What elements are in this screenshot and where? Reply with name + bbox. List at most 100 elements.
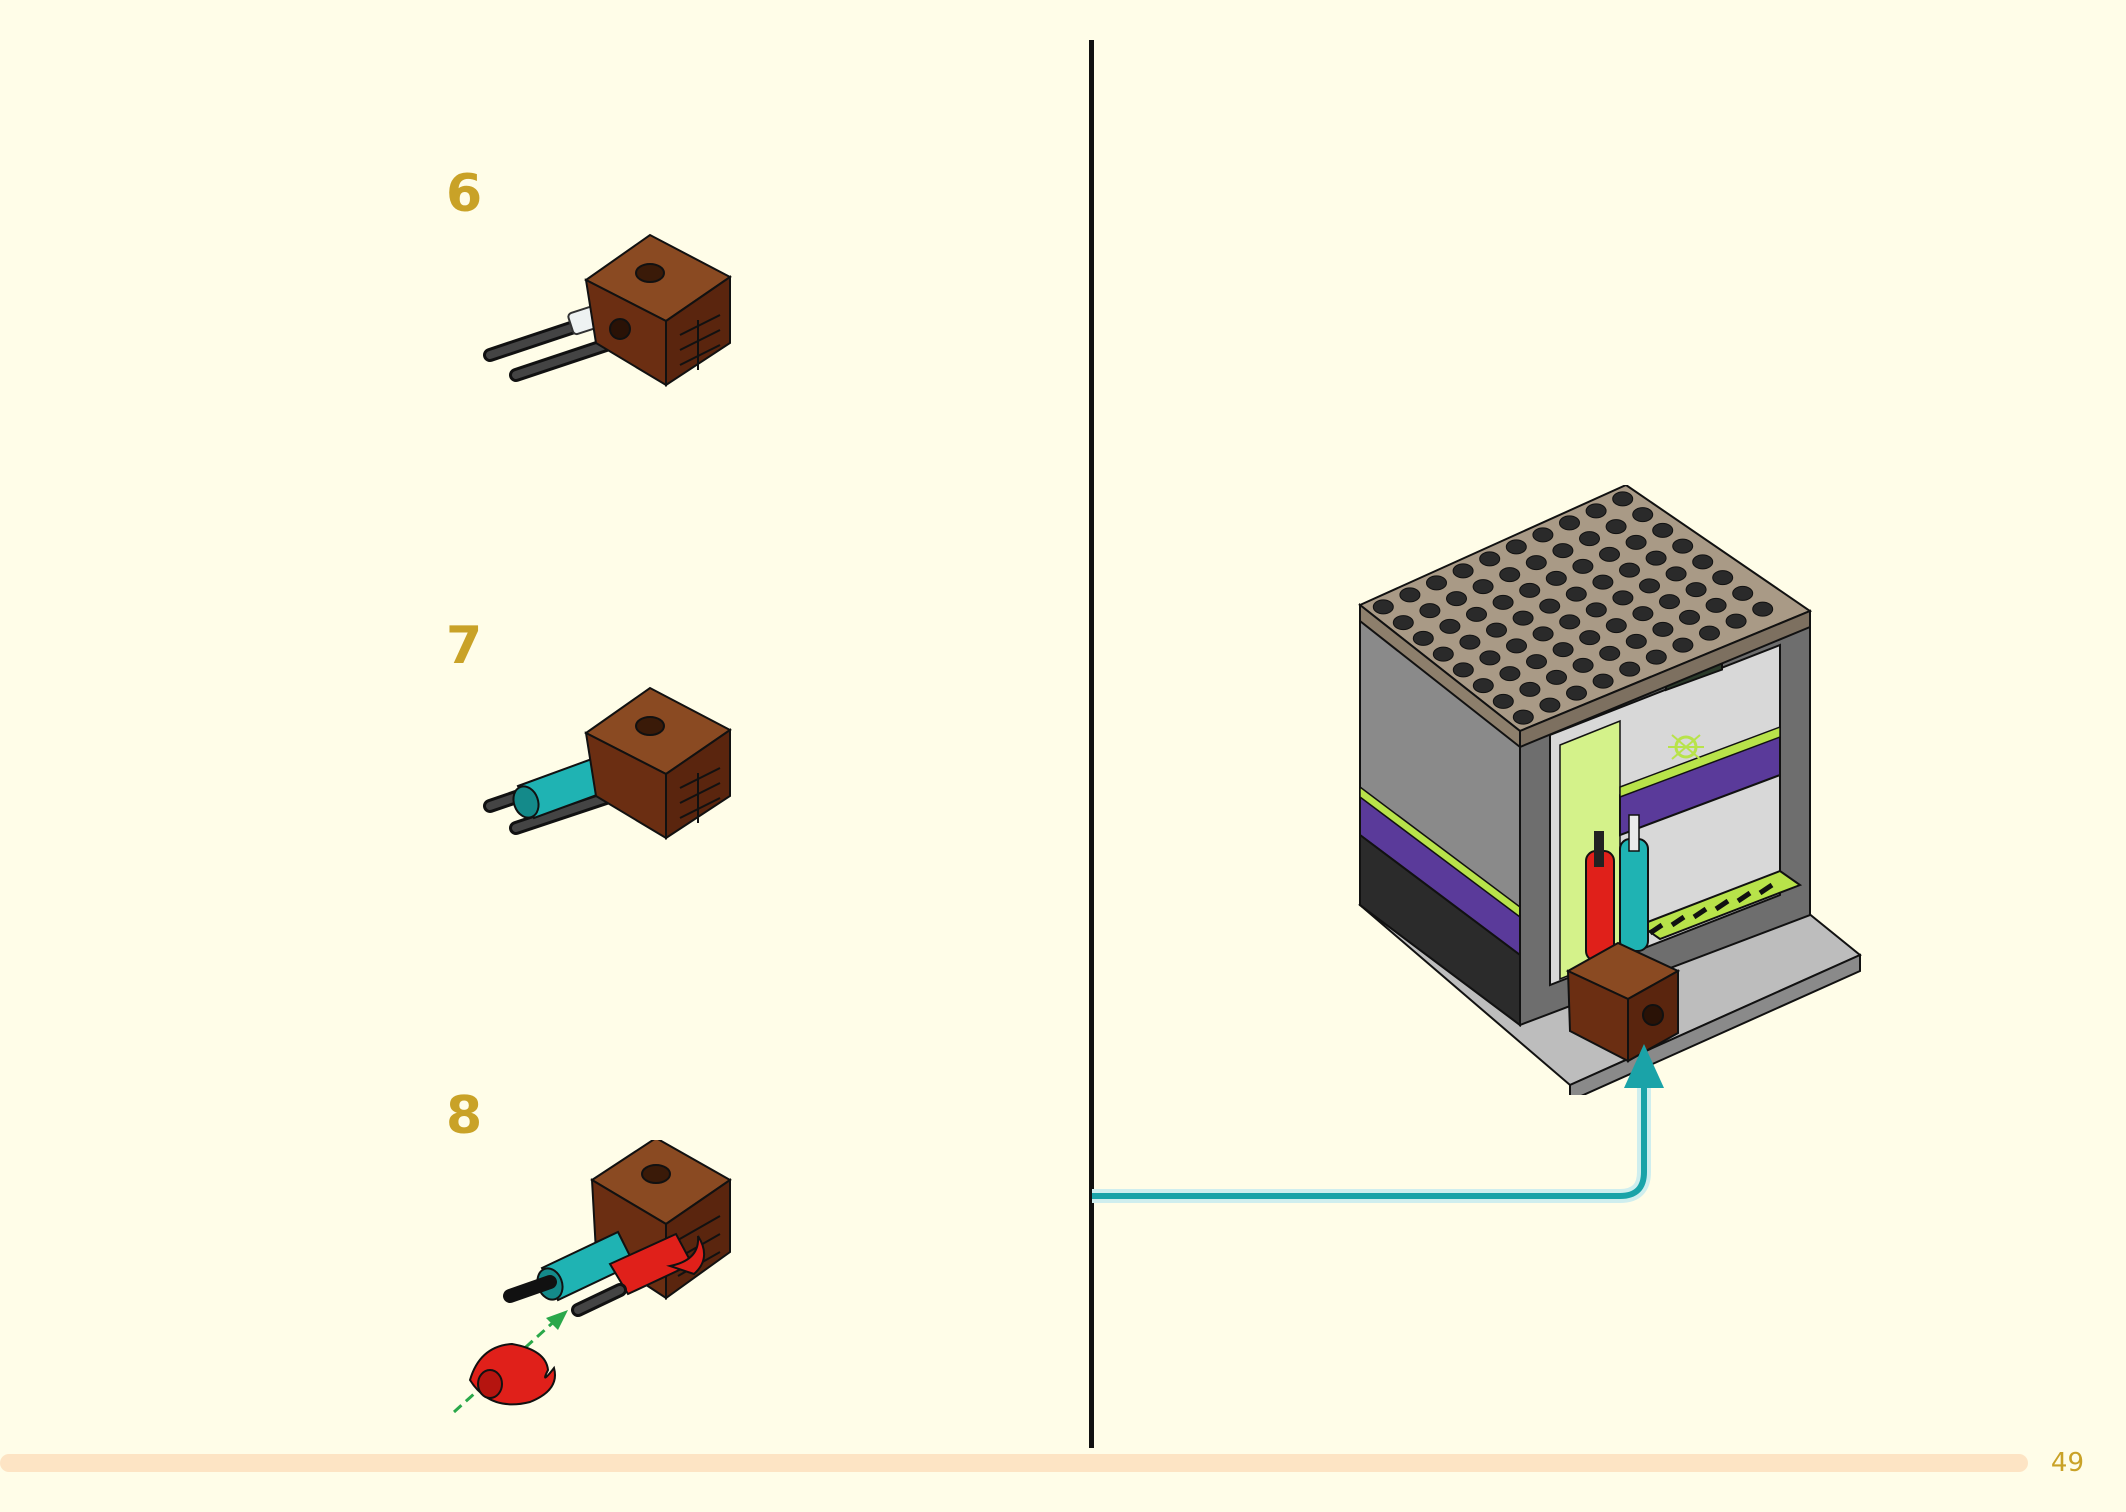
- roof-stud: [1619, 562, 1640, 578]
- step-7-assembly-illustration: [483, 686, 732, 840]
- roof-stud: [1672, 538, 1694, 554]
- roof-stud: [1639, 578, 1660, 594]
- roof-stud: [1605, 519, 1627, 535]
- roof-stud: [1526, 654, 1547, 670]
- loose-red-flame-icon: [468, 1342, 556, 1406]
- roof-stud: [1519, 582, 1541, 598]
- roof-stud: [1612, 590, 1634, 606]
- roof-stud: [1732, 585, 1754, 601]
- roof-stud: [1446, 591, 1467, 607]
- roof-stud: [1592, 673, 1614, 689]
- roof-stud: [1665, 566, 1687, 582]
- roof-stud: [1552, 543, 1574, 559]
- roof-studs-icon: [1372, 491, 1774, 725]
- progress-bar: [0, 1454, 2028, 1472]
- roof-stud: [1419, 603, 1441, 619]
- roof-stud: [1672, 637, 1694, 653]
- roof-stud: [1392, 615, 1414, 631]
- roof-stud: [1452, 662, 1474, 678]
- roof-stud: [1612, 491, 1634, 507]
- spider-sign-icon: [1668, 734, 1704, 760]
- roof-stud: [1752, 601, 1774, 617]
- roof-stud: [1645, 649, 1667, 665]
- roof-stud: [1605, 618, 1627, 634]
- step-8-assembly-illustration: [452, 1140, 732, 1414]
- roof-stud: [1692, 554, 1714, 570]
- roof-stud: [1572, 657, 1594, 673]
- roof-stud: [1539, 598, 1561, 614]
- page-divider: [1089, 40, 1094, 1448]
- brown-brick-icon: [584, 233, 732, 387]
- roof-stud: [1525, 555, 1547, 571]
- roof-stud: [1652, 621, 1674, 637]
- step-6-number: 6: [446, 164, 483, 224]
- teal-sleeve-icon: [503, 1230, 636, 1303]
- roof-stud: [1472, 678, 1494, 694]
- roof-stud: [1426, 575, 1447, 591]
- roof-stud: [1512, 610, 1534, 626]
- step-7-number: 7: [446, 616, 483, 676]
- roof-stud: [1632, 606, 1654, 622]
- roof-stud: [1546, 669, 1567, 685]
- completed-build-illustration: [1358, 485, 1862, 1095]
- roof-stud: [1579, 630, 1601, 646]
- roof-stud: [1499, 666, 1521, 682]
- roof-stud: [1399, 587, 1421, 603]
- teal-arrow-icon: [1092, 1044, 1664, 1203]
- roof-stud: [1505, 539, 1527, 555]
- brown-brick-icon: [1565, 941, 1681, 1063]
- roof-stud: [1712, 570, 1734, 586]
- roof-stud: [1699, 625, 1720, 641]
- roof-stud: [1439, 618, 1461, 634]
- page-number: 49: [2050, 1448, 2084, 1478]
- roof-stud: [1479, 551, 1501, 567]
- roof-stud: [1532, 626, 1554, 642]
- roof-stud: [1625, 534, 1647, 550]
- roof-stud: [1412, 630, 1434, 646]
- roof-stud: [1599, 546, 1620, 562]
- roof-stud: [1472, 579, 1494, 595]
- red-flame-icon: [571, 1232, 705, 1317]
- roof-stud: [1585, 503, 1607, 519]
- roof-stud: [1486, 622, 1507, 638]
- roof-stud: [1652, 522, 1674, 538]
- roof-stud: [1566, 685, 1587, 701]
- roof-stud: [1466, 606, 1487, 622]
- roof-stud: [1492, 693, 1514, 709]
- roof-stud: [1632, 507, 1654, 523]
- roof-stud: [1452, 563, 1474, 579]
- roof-stud: [1372, 599, 1394, 615]
- roof-stud: [1519, 681, 1541, 697]
- roof-stud: [1685, 582, 1707, 598]
- roof-stud: [1572, 558, 1594, 574]
- brown-brick-icon: [584, 686, 732, 840]
- roof-stud: [1512, 709, 1534, 725]
- roof-stud: [1552, 642, 1574, 658]
- roof-stud: [1545, 570, 1567, 586]
- roof-stud: [1539, 697, 1561, 713]
- roof-stud: [1579, 531, 1600, 547]
- step-6-assembly-illustration: [483, 233, 732, 387]
- roof-stud: [1592, 574, 1614, 590]
- roof-stud: [1585, 602, 1607, 618]
- step-8-number: 8: [446, 1086, 483, 1146]
- roof-stud: [1506, 638, 1527, 654]
- roof-stud: [1679, 609, 1700, 625]
- roof-stud: [1645, 550, 1667, 566]
- placement-arrow: [1092, 1044, 1664, 1203]
- roof-stud: [1499, 567, 1521, 583]
- roof-stud: [1432, 646, 1454, 662]
- roof-stud: [1705, 597, 1727, 613]
- roof-stud: [1532, 527, 1554, 543]
- roof-stud: [1659, 594, 1680, 610]
- roof-stud: [1559, 614, 1581, 630]
- roof-stud: [1725, 613, 1747, 629]
- roof-stud: [1459, 634, 1481, 650]
- roof-stud: [1559, 515, 1580, 531]
- roof-stud: [1619, 661, 1641, 677]
- roof-stud: [1492, 594, 1514, 610]
- roof-stud: [1599, 645, 1621, 661]
- roof-stud: [1625, 633, 1647, 649]
- roof-stud: [1479, 650, 1501, 666]
